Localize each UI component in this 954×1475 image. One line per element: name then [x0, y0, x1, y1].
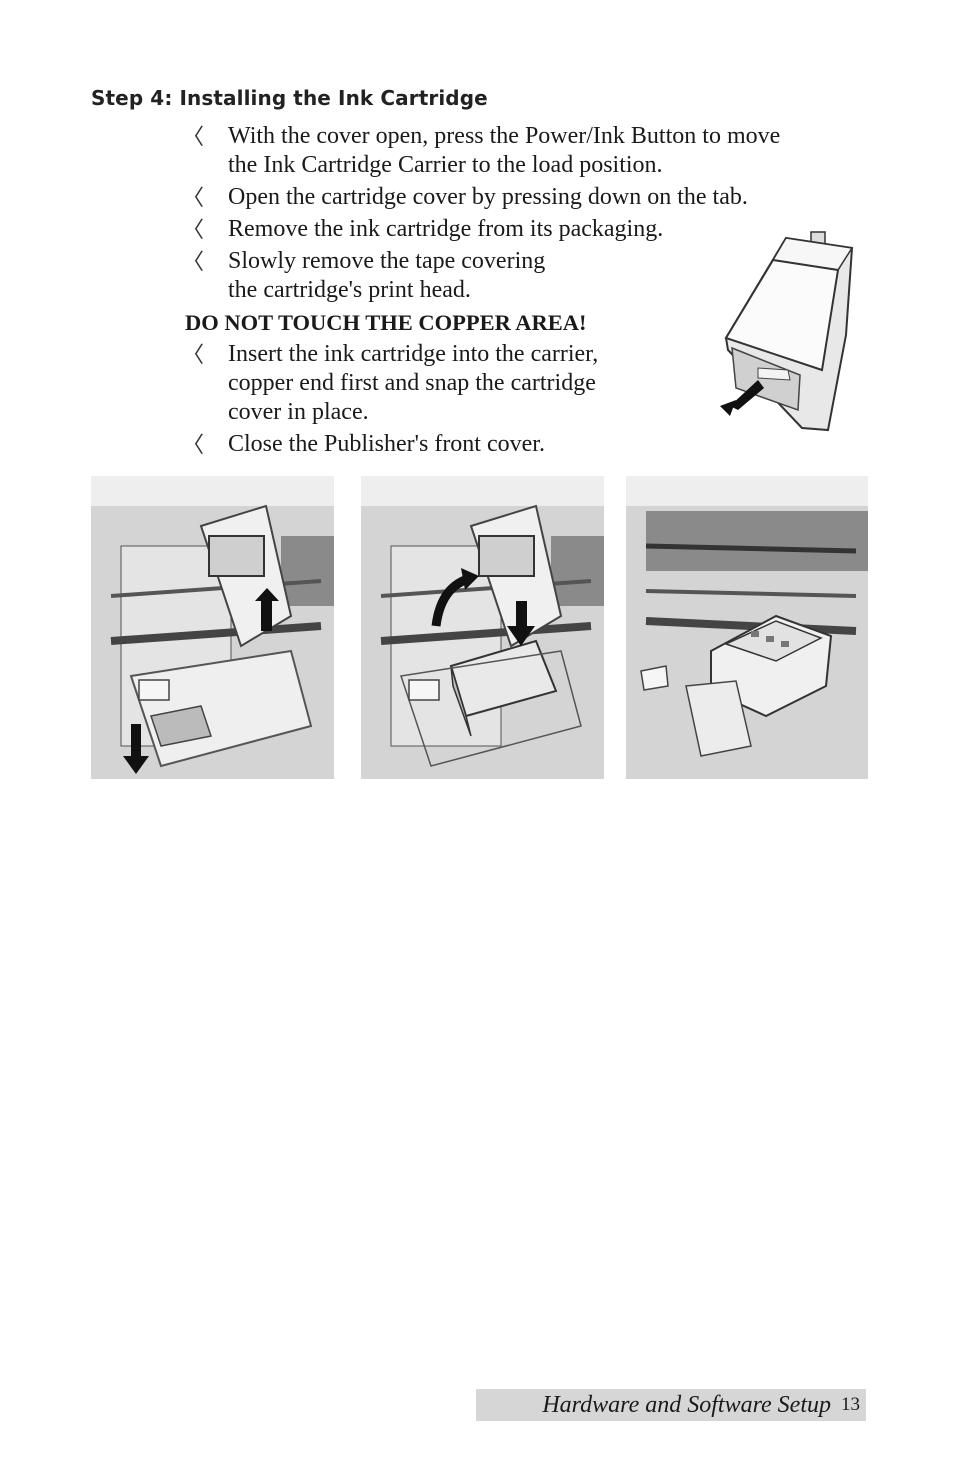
bullet-glyph: 〈	[182, 432, 205, 457]
step-5-line-1: Insert the ink cartridge into the carrie…	[228, 341, 599, 367]
bullet-glyph: 〈	[182, 217, 205, 242]
footer-title: Hardware and Software Setup	[542, 1391, 831, 1418]
step-4-line-2: the cartridge's print head.	[228, 277, 471, 303]
page-number: 13	[841, 1394, 860, 1415]
photo-insert-cartridge	[361, 476, 604, 779]
step-3-line-1: Remove the ink cartridge from its packag…	[228, 216, 664, 242]
ink-cartridge-illustration	[718, 230, 858, 435]
photo-cartridge-installed	[626, 476, 868, 779]
copper-warning: DO NOT TOUCH THE COPPER AREA!	[185, 310, 587, 335]
step-5-line-3: cover in place.	[228, 399, 369, 425]
page-footer: Hardware and Software Setup 13	[476, 1389, 866, 1421]
step-1-line-1: With the cover open, press the Power/Ink…	[228, 123, 781, 149]
bullet-glyph: 〈	[182, 249, 205, 274]
bullet-glyph: 〈	[182, 342, 205, 367]
bullet-glyph: 〈	[182, 124, 205, 149]
step-2-line-1: Open the cartridge cover by pressing dow…	[228, 184, 748, 210]
bullet-glyph: 〈	[182, 185, 205, 210]
photo-open-cartridge-cover	[91, 476, 334, 779]
section-heading: Step 4: Installing the Ink Cartridge	[91, 86, 488, 110]
step-4-line-1: Slowly remove the tape covering	[228, 248, 546, 274]
step-1-line-2: the Ink Cartridge Carrier to the load po…	[228, 152, 663, 178]
step-6-line-1: Close the Publisher's front cover.	[228, 431, 545, 457]
step-5-line-2: copper end first and snap the cartridge	[228, 370, 596, 396]
